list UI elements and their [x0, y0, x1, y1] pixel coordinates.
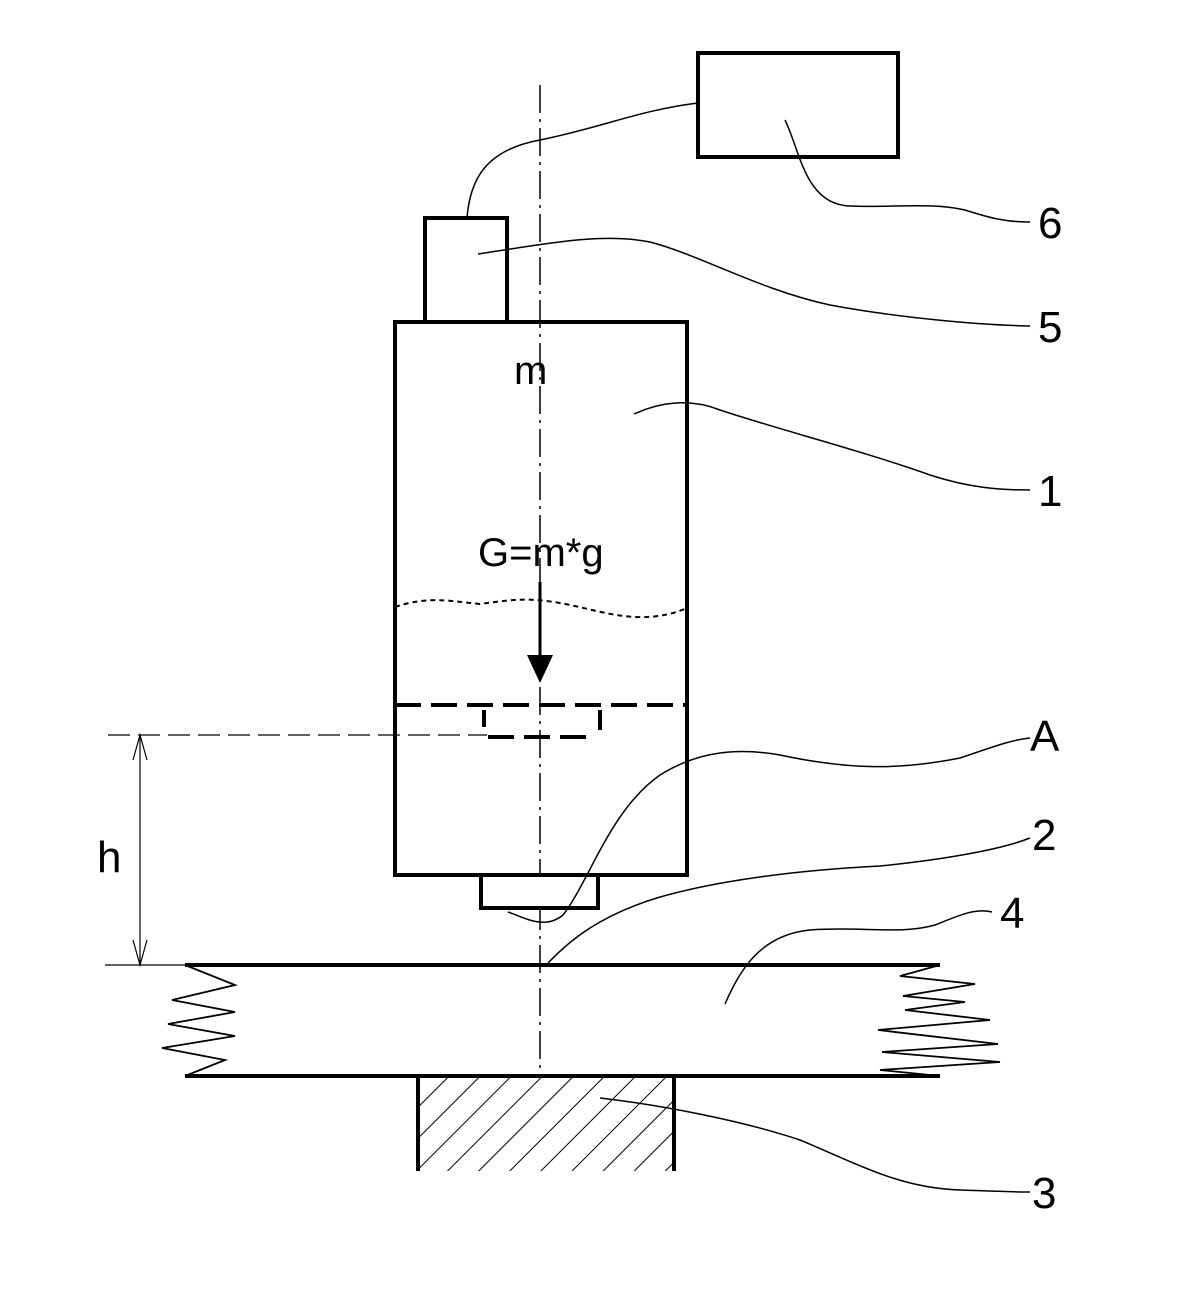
leader-6: [784, 119, 1031, 223]
weight-formula: G=m*g: [478, 531, 604, 575]
break-mark-left: [161, 964, 238, 1077]
leader-5: [477, 237, 1031, 327]
label-3: 3: [1032, 1169, 1056, 1218]
leader-A: [507, 737, 1031, 923]
sensor-cable: [466, 102, 699, 219]
force-arrow-head: [527, 655, 553, 683]
break-mark-right: [877, 964, 1001, 1077]
mass-label: m: [514, 349, 547, 393]
impactor-tip: [479, 873, 600, 910]
wavy-boundary: [394, 598, 688, 619]
leader-4: [724, 910, 993, 1005]
height-label: h: [97, 833, 121, 882]
height-arrow-top: [132, 732, 148, 761]
leader-3: [599, 1097, 1031, 1193]
label-5: 5: [1038, 303, 1062, 352]
label-A: A: [1030, 712, 1060, 761]
label-2: 2: [1032, 811, 1056, 860]
base-hatch: [418, 1076, 674, 1171]
label-1: 1: [1038, 467, 1062, 516]
leader-2: [547, 837, 1031, 964]
sensor-box: [423, 216, 509, 324]
leader-1: [633, 402, 1031, 491]
control-unit-box: [696, 51, 900, 159]
label-4: 4: [1000, 889, 1024, 938]
label-6: 6: [1038, 199, 1062, 248]
